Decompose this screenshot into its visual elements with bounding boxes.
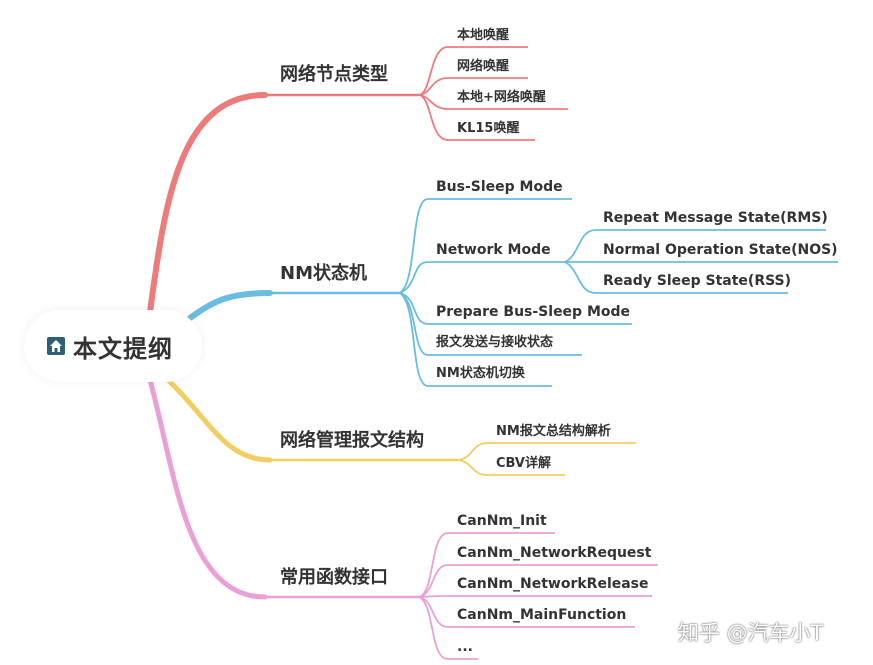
root-label: 本文提纲: [73, 334, 173, 363]
leaf-cannm-main-function[interactable]: CanNm_MainFunction: [457, 607, 627, 623]
leaf-prepare-bus-sleep-mode[interactable]: Prepare Bus-Sleep Mode: [436, 304, 631, 320]
leaf-ellipsis[interactable]: ...: [457, 639, 473, 655]
leaf-nm-state-switch[interactable]: NM状态机切换: [436, 366, 525, 381]
watermark: 知乎 @汽车小T: [678, 621, 824, 645]
links-message-structure: [459, 442, 636, 476]
leaf-network-wakeup[interactable]: 网络唤醒: [457, 59, 510, 74]
branch-function-interfaces[interactable]: 常用函数接口: [280, 567, 388, 588]
leaf-repeat-message-state[interactable]: Repeat Message State(RMS): [603, 210, 828, 226]
leaf-network-mode[interactable]: Network Mode: [436, 242, 551, 258]
leaf-cannm-network-release[interactable]: CanNm_NetworkRelease: [457, 576, 649, 592]
branch-nm-state-machine[interactable]: NM状态机: [280, 263, 367, 284]
leaf-kl15-wakeup[interactable]: KL15唤醒: [457, 121, 520, 136]
leaf-local-wakeup[interactable]: 本地唤醒: [457, 28, 510, 43]
link-root-to-function-interfaces: [147, 377, 268, 600]
leaf-normal-operation-state[interactable]: Normal Operation State(NOS): [603, 242, 838, 258]
leaf-ready-sleep-state[interactable]: Ready Sleep State(RSS): [603, 273, 792, 289]
branch-message-structure[interactable]: 网络管理报文结构: [280, 430, 424, 451]
branch-node-types[interactable]: 网络节点类型: [280, 64, 388, 85]
links-function-interfaces: [419, 532, 658, 660]
leaf-cannm-network-request[interactable]: CanNm_NetworkRequest: [457, 545, 652, 561]
leaf-message-tx-rx-state[interactable]: 报文发送与接收状态: [436, 335, 554, 350]
link-root-to-nm-state-machine: [187, 290, 273, 321]
leaf-cannm-init[interactable]: CanNm_Init: [457, 513, 547, 529]
link-root-to-node-types: [147, 92, 268, 315]
leaf-nm-message-overview[interactable]: NM报文总结构解析: [496, 424, 611, 439]
home-icon: [47, 337, 65, 355]
links-node-types: [419, 46, 568, 141]
root-node[interactable]: 本文提纲: [24, 310, 202, 382]
leaf-local-network-wakeup[interactable]: 本地+网络唤醒: [457, 90, 546, 105]
leaf-bus-sleep-mode[interactable]: Bus-Sleep Mode: [436, 179, 563, 195]
link-root-to-message-structure: [165, 377, 273, 463]
leaf-cbv-detail[interactable]: CBV详解: [496, 456, 551, 471]
links-nm-state-machine: [399, 198, 838, 387]
